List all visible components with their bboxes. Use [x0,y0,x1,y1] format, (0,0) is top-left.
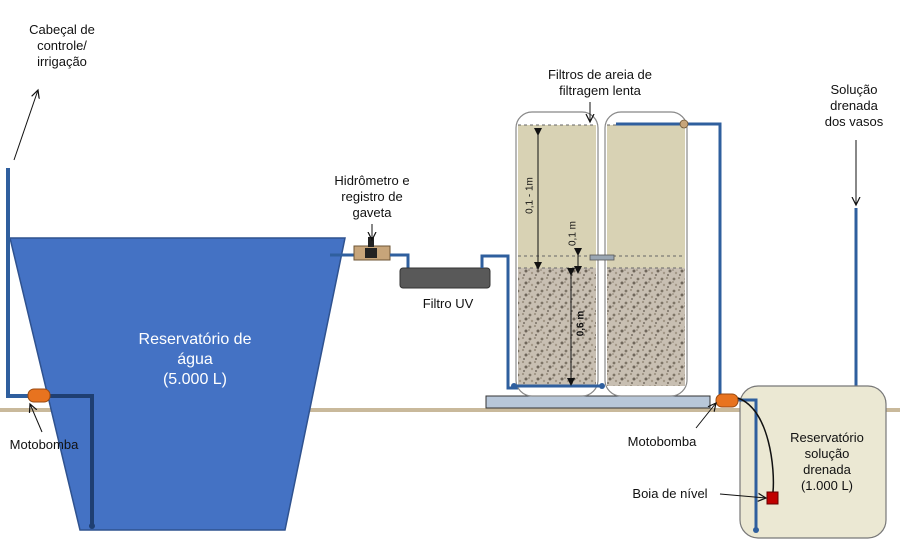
control-head-pipe [6,168,32,398]
filter-base [485,395,711,409]
float-arrow [719,494,766,498]
control-head-arrow [13,90,38,161]
pump-left-label: Motobomba [9,437,79,452]
meter-to-uv-pipe [390,253,410,268]
ground-line [0,408,900,412]
dim-water-label: 0,1 - 1m [524,177,536,214]
right-pump-suction-pipe [730,398,758,530]
right-pump [715,393,739,408]
sand-filter-1-sand [518,268,596,386]
control-head-label: Cabeçal de controle/ irrigação [29,22,95,69]
dim-sand-label: 0,6 m [575,310,587,337]
pump-left-arrow [30,404,43,433]
sand-filter-2-sand [607,268,685,386]
pump-right-arrow [695,403,716,429]
pump-suction-pipe [50,394,94,525]
drained-solution-label: Solução drenada dos vasos [824,82,884,129]
left-pump [27,388,51,403]
water-reservoir-label: Reservatório de água (5.000 L) [138,331,252,388]
pump-right-label: Motobomba [627,434,697,449]
dim-gap-label: 0,1 m [567,221,579,247]
float-line [737,397,775,493]
float-label: Boia de nível [632,486,708,501]
meter-label: Hidrômetro e registro de gaveta [334,173,410,220]
level-float [766,491,779,505]
sand-filter-2-water [607,125,685,268]
drained-reservoir-label: Reservatório solução drenada (1.000 L) [790,430,864,493]
sand-filter-1-water [518,125,596,268]
uv-filter-label: Filtro UV [422,296,474,311]
sand-filters-label: Filtros de areia de filtragem lenta [547,67,653,98]
filter-connector [589,254,615,261]
uv-to-filter-pipe [480,254,518,390]
uv-filter [399,267,491,289]
filter-outlet-pipe [616,122,722,400]
